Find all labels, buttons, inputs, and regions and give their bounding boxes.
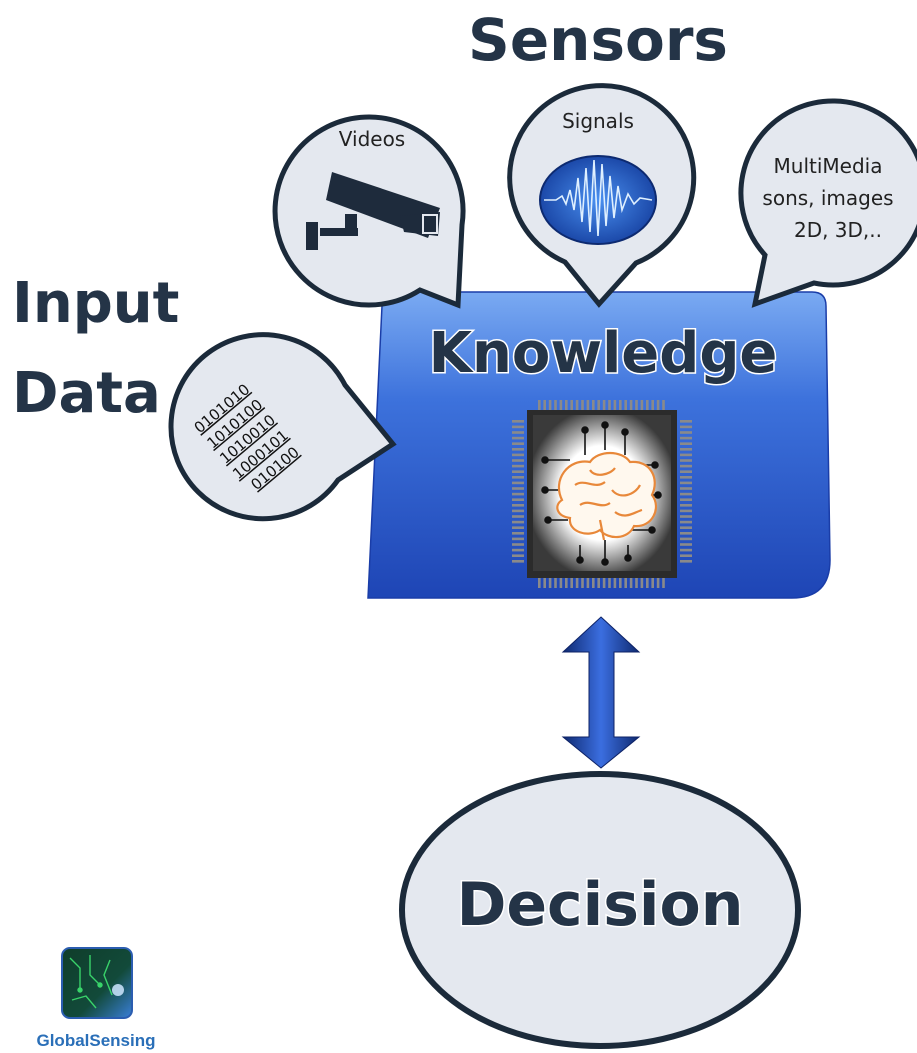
- security-camera-icon: [306, 172, 440, 250]
- globalsensing-logo: GlobalSensing: [36, 947, 156, 1050]
- input-data-title-line1: Input: [12, 271, 179, 336]
- multimedia-line-1: MultiMedia: [774, 154, 883, 178]
- input-data-title-line2: Data: [12, 361, 161, 426]
- multimedia-bubble: [738, 98, 917, 308]
- knowledge-title: Knowledge: [429, 321, 778, 386]
- waveform-icon: [539, 155, 657, 245]
- brain-icon: [556, 451, 658, 541]
- decision-label: Decision: [457, 870, 744, 940]
- logo-name: GlobalSensing: [36, 1031, 155, 1050]
- binary-data-text: 0101010 1010100 1010010 1000101 010100: [191, 380, 303, 494]
- multimedia-line-3: 2D, 3D,..: [794, 218, 882, 242]
- decision-node: [399, 771, 801, 1049]
- binary-bubble: [168, 332, 397, 522]
- signals-label: Signals: [562, 109, 634, 133]
- multimedia-line-2: sons, images: [762, 186, 893, 210]
- ai-chip-icon: [512, 400, 692, 588]
- sensors-title: Sensors: [468, 6, 728, 74]
- videos-label: Videos: [339, 127, 405, 151]
- bidirectional-arrow: [561, 616, 641, 769]
